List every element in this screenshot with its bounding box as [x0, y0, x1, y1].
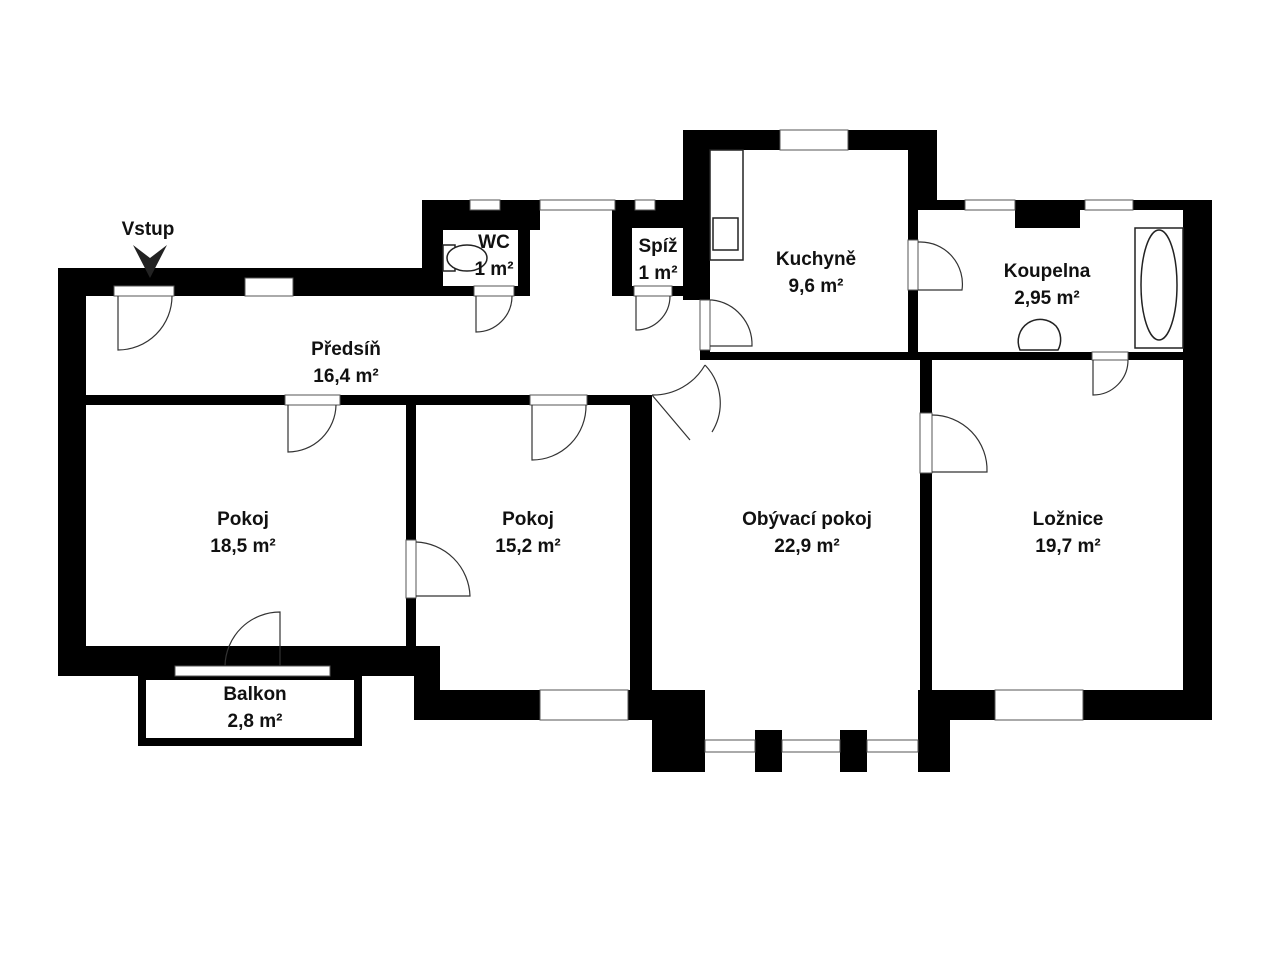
room-name-pokoj2: Pokoj [502, 509, 554, 530]
doors [113, 239, 1129, 667]
room-name-spiz: Spíž [638, 236, 677, 257]
room-name-pokoj1: Pokoj [217, 509, 269, 530]
room-area-koupelna: 2,95 m² [1014, 288, 1079, 309]
entrance-label: Vstup [122, 219, 175, 240]
room-area-wc: 1 m² [474, 259, 513, 280]
toilet-icon [446, 244, 488, 272]
room-name-predsin: Předsíň [311, 339, 381, 360]
windows [174, 129, 1134, 753]
room-name-obyvaci: Obývací pokoj [742, 509, 872, 530]
room-area-pokoj2: 15,2 m² [495, 536, 560, 557]
entrance-arrow-icon [133, 245, 167, 278]
room-area-obyvaci: 22,9 m² [774, 536, 839, 557]
room-area-pokoj1: 18,5 m² [210, 536, 275, 557]
fixtures [133, 149, 1184, 351]
bathtub-icon [1140, 229, 1178, 341]
labels: Vstup WC 1 m² Spíž 1 m² Kuchyně 9,6 m² K… [122, 219, 1104, 732]
room-area-predsin: 16,4 m² [313, 366, 378, 387]
room-name-kuchyne: Kuchyně [776, 249, 856, 270]
sink-icon [712, 217, 739, 251]
washbasin-icon [1017, 318, 1062, 351]
room-name-balkon: Balkon [223, 684, 286, 705]
room-name-loznice: Ložnice [1033, 509, 1104, 530]
room-area-balkon: 2,8 m² [228, 711, 283, 732]
room-name-wc: WC [478, 232, 510, 253]
room-area-spiz: 1 m² [638, 263, 677, 284]
room-area-kuchyne: 9,6 m² [789, 276, 844, 297]
room-area-loznice: 19,7 m² [1035, 536, 1100, 557]
room-name-koupelna: Koupelna [1004, 261, 1091, 282]
